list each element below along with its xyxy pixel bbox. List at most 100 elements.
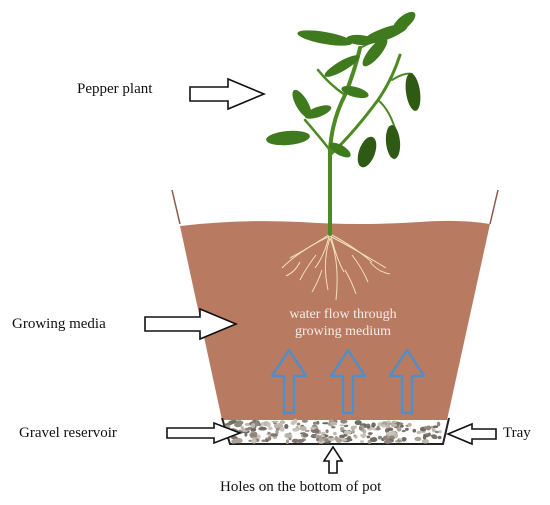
growing-media-soil [180,220,490,420]
gravel-pebble [330,421,337,426]
gravel-pebble [416,430,421,435]
gravel-pebble [322,422,329,425]
gravel-pebble [268,426,273,431]
tray-label: Tray [503,425,531,441]
pepper-plant-arrow [189,77,267,111]
gravel-pebble [383,439,392,444]
gravel-pebble [316,420,320,425]
gravel-pebble [331,426,336,429]
water-flow-text: water flow through growing medium [268,306,418,340]
gravel-pebble [301,419,308,423]
gravel-reservoir-label: Gravel reservoir [19,425,117,441]
gravel-pebble [422,435,427,440]
gravel-pebble [351,430,355,434]
gravel-pebble [358,427,363,431]
gravel-pebble [261,439,266,443]
gravel-pebble [296,422,301,426]
gravel-pebble [271,420,279,423]
gravel-pebble [407,422,412,427]
gravel-pebble [250,423,256,429]
gravel-pebble [235,438,243,444]
water-flow-line2: growing medium [294,324,392,339]
water-flow-arrows [270,348,426,415]
gravel-pebble [302,433,309,437]
gravel-pebble [340,419,348,424]
gravel-pebble [350,425,356,431]
gravel-pebble [333,431,337,436]
flow-arrow-3 [388,348,426,415]
gravel-pebble [366,435,371,439]
gravel-pebble [354,435,358,439]
gravel-pebble [267,436,272,441]
gravel-pebble [360,433,367,437]
gravel-pebble [249,432,258,438]
gravel-pebble [385,432,392,436]
gravel-pebble [438,430,442,434]
gravel-pebble [285,439,289,445]
gravel-reservoir [224,418,442,445]
flow-arrow-1 [270,348,308,415]
gravel-pebble [412,428,417,433]
gravel-pebble [354,420,362,426]
gravel-pebble [325,429,329,434]
gravel-pebble [359,425,364,428]
gravel-pebble [299,426,307,431]
gravel-pebble [400,424,404,428]
flow-arrow-2 [329,348,367,415]
gravel-pebble [390,423,398,428]
gravel-pebble [244,432,248,437]
label-arrows [144,77,497,474]
gravel-pebble [370,437,378,443]
gravel-pebble [297,439,305,443]
gravel-pebble [328,437,336,441]
gravel-pebble [275,429,279,435]
pot-right-rim [489,189,499,225]
gravel-pebble [377,435,383,440]
gravel-pebble [310,426,316,430]
gravel-pebble [397,426,402,432]
gravel-pebble [340,427,345,431]
water-flow-line1: water flow through [289,307,397,322]
gravel-pebble [258,426,267,431]
pepper-plant-label: Pepper plant [77,81,153,97]
gravel-pebble [371,422,376,428]
gravel-pebble [252,437,257,440]
gravel-pebble [250,427,257,432]
gravel-pebble [315,434,320,438]
pepper-2 [357,136,377,168]
plant-leaves [266,11,416,158]
gravel-pebble [267,431,271,435]
gravel-pebble [292,418,298,424]
gravel-pebble [291,438,300,443]
gravel-pebble [405,427,409,431]
gravel-pebble [320,435,325,437]
gravel-pebble [394,433,398,439]
growing-media-arrow [144,307,239,341]
gravel-pebble [244,422,251,426]
gravel-pebble [240,425,244,430]
growing-media-label: Growing media [12,316,106,332]
gravel-pebble [384,435,388,440]
gravel-pebble [426,425,431,431]
gravel-pebble [260,422,265,426]
gravel-pebble [328,436,334,439]
gravel-pebble [319,438,325,441]
gravel-pebble [380,424,388,428]
gravel-pebble [235,420,243,426]
gravel-pebble [434,430,440,434]
gravel-pebble [343,424,349,428]
gravel-pebble [317,439,326,444]
gravel-pebble [284,433,292,438]
gravel-reservoir-arrow [166,421,243,445]
gravel-pebble [421,439,430,444]
gravel-pebble [431,435,438,440]
holes-arrow [322,445,344,474]
gravel-pebble [414,436,422,442]
gravel-pebble [292,428,299,432]
gravel-pebble [270,433,279,437]
gravel-pebble [278,423,284,427]
gravel-pebble [366,423,371,427]
holes-label: Holes on the bottom of pot [220,479,382,495]
gravel-pebble [436,421,441,427]
